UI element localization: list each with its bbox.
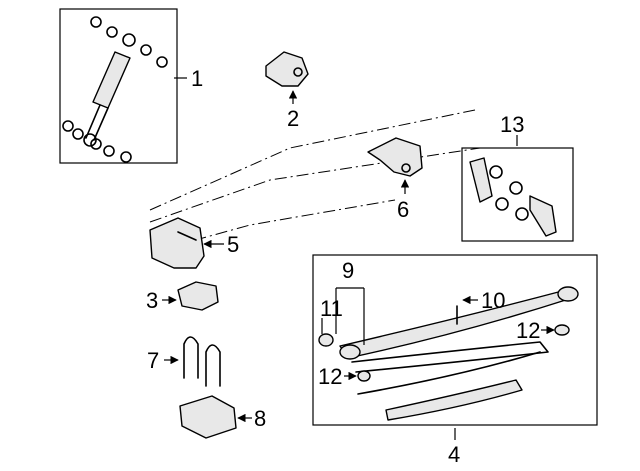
shock-absorber-group: 1: [59, 8, 203, 164]
bump-stop: 3: [146, 281, 219, 313]
callout-4: 4: [448, 442, 460, 467]
spring-plate-icon: [179, 395, 237, 439]
u-bolt-icon: [183, 336, 221, 387]
bump-bracket-icon: [149, 217, 205, 269]
callout-10: 10: [481, 288, 505, 313]
shackle-kit-icon: [469, 157, 557, 237]
shackle-kit-group: 13: [461, 112, 574, 242]
spring-hanger-bracket: 2: [265, 51, 309, 131]
callout-11: 11: [320, 296, 343, 321]
u-bolts: 7: [147, 336, 221, 387]
callout-5: 5: [227, 232, 239, 257]
shock-absorber-frame: [59, 8, 178, 164]
callout-7: 7: [147, 348, 159, 373]
callout-8: 8: [254, 406, 266, 431]
callout-6: 6: [397, 197, 409, 222]
bracket-icon: [265, 51, 309, 87]
spring-seat-plate: 8: [179, 395, 266, 439]
callout-1: 1: [191, 66, 203, 91]
leaf-spring-frame: [312, 254, 598, 426]
leaf-spring-icon: [318, 286, 579, 421]
callout-2: 2: [287, 106, 299, 131]
rear-spring-hanger: 6: [367, 137, 423, 222]
bump-stop-icon: [177, 281, 219, 311]
callout-12-upper: 12: [516, 318, 540, 343]
rear-hanger-icon: [367, 137, 423, 177]
callout-12-lower: 12: [318, 364, 342, 389]
callout-9: 9: [342, 258, 354, 283]
leaf-spring-group: 4 9 11 10 12 12: [312, 254, 598, 467]
shackle-kit-frame: [461, 147, 574, 242]
bump-stop-bracket: 5: [149, 217, 239, 269]
shock-absorber-icon: [62, 16, 168, 163]
callout-3: 3: [146, 288, 158, 313]
callout-13: 13: [500, 112, 524, 137]
